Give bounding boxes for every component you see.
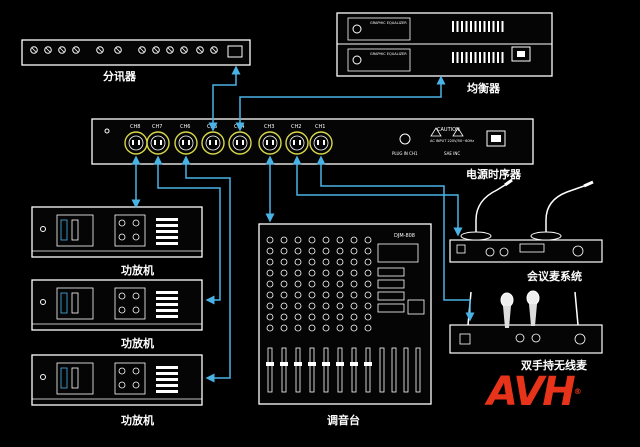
sequencer-channel-label: CH3: [264, 124, 274, 130]
equalizer-title-1: GRAPHIC EQUALIZER: [370, 21, 407, 25]
wireless-mic-device: [449, 290, 603, 354]
label-splitter: 分讯器: [103, 70, 136, 83]
sequencer-channel-label: CH7: [152, 124, 162, 130]
amplifier-device: [31, 206, 203, 258]
registered-mark: ®: [573, 387, 582, 396]
mixer-model: DJM-808: [394, 233, 415, 239]
label-conference-mic: 会议麦系统: [527, 270, 582, 283]
sequencer-plug-in: PLUG IN CH1: [392, 151, 418, 156]
sequencer-channel-label: CH5: [207, 124, 217, 130]
label-amp-2: 功放机: [121, 337, 154, 350]
label-wireless-mic: 双手持无线麦: [521, 359, 587, 372]
logo-text: AVH: [487, 369, 576, 415]
avh-logo: AVH®: [487, 369, 582, 415]
sequencer-channel-label: CH4: [234, 124, 244, 130]
equalizer-device: GRAPHIC EQUALIZER GRAPHIC EQUALIZER: [336, 12, 553, 77]
splitter-device: [21, 39, 251, 66]
sequencer-caution: CAUTION: [437, 127, 460, 133]
label-mixer: 调音台: [327, 414, 360, 427]
amplifier-device: [31, 354, 203, 406]
sequencer-channel-label: CH1: [315, 124, 325, 130]
equalizer-title-2: GRAPHIC EQUALIZER: [370, 52, 407, 56]
amplifier-group: [31, 206, 203, 406]
label-sequencer: 电源时序器: [466, 168, 521, 181]
power-sequencer-device: CH8 CH7 CH6 CH5 CH4 CH3 CH2 CH1 CAUTION AC INPU…: [91, 118, 534, 165]
label-amp-3: 功放机: [121, 414, 154, 427]
cable-group: [131, 65, 475, 383]
amplifier-device: [31, 279, 203, 331]
mixer-device: DJM-808: [258, 223, 432, 405]
sequencer-ac-input: AC INPUT 220V/50~60Hz: [430, 139, 474, 143]
label-amp-1: 功放机: [121, 264, 154, 277]
sequencer-channel-label: CH6: [180, 124, 190, 130]
label-equalizer: 均衡器: [467, 82, 500, 95]
conference-mic-device: [449, 178, 603, 263]
sequencer-model: SAE INC: [444, 151, 460, 156]
sequencer-channel-label: CH2: [291, 124, 301, 130]
sequencer-channel-label: CH8: [130, 124, 140, 130]
